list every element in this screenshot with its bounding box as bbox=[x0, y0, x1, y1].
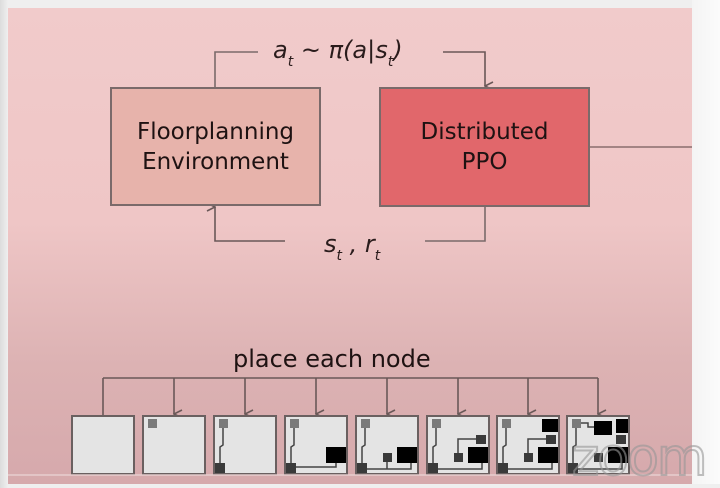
macro-block bbox=[454, 453, 463, 462]
macro-block bbox=[215, 463, 225, 473]
ppo-line2: PPO bbox=[461, 149, 508, 175]
net-wire bbox=[367, 463, 412, 470]
place-each-node-label: place each node bbox=[233, 345, 431, 373]
macro-block bbox=[524, 453, 533, 462]
floorplan-step-1 bbox=[71, 415, 135, 475]
macro-block bbox=[498, 463, 508, 473]
action-arrow-right bbox=[443, 51, 485, 86]
macro-block bbox=[290, 419, 299, 428]
macro-block bbox=[383, 453, 392, 462]
floorplan-step-5 bbox=[355, 415, 419, 475]
macro-block bbox=[594, 453, 603, 462]
macro-block bbox=[397, 447, 417, 463]
macro-block bbox=[542, 419, 558, 432]
floorplan-step-4 bbox=[284, 415, 348, 475]
slide-bottom-edge bbox=[8, 474, 692, 476]
macro-block bbox=[502, 419, 511, 428]
action-arrow-left bbox=[214, 51, 258, 87]
macro-block bbox=[616, 435, 626, 444]
right-margin bbox=[692, 0, 720, 484]
macro-block bbox=[286, 463, 296, 473]
net-wire bbox=[508, 463, 553, 470]
env-line1: Floorplanning bbox=[136, 118, 295, 145]
zoom-watermark: zoom bbox=[571, 427, 709, 488]
net-wire bbox=[290, 428, 295, 463]
macro-block bbox=[432, 419, 441, 428]
floorplan-step-6 bbox=[426, 415, 490, 475]
macro-block bbox=[428, 463, 438, 473]
macro-block bbox=[476, 435, 486, 444]
floorplan-step-2 bbox=[142, 415, 206, 475]
macro-block bbox=[608, 447, 628, 463]
net-wire bbox=[361, 428, 366, 463]
floorplan-step-8 bbox=[566, 415, 630, 475]
floorplan-step-3 bbox=[213, 415, 277, 475]
floorplan-step-7 bbox=[496, 415, 560, 475]
state-arrow-left bbox=[215, 207, 285, 242]
net-wire bbox=[457, 438, 476, 453]
ppo-line1: Distributed bbox=[420, 119, 549, 145]
macro-block bbox=[572, 419, 581, 428]
state-reward-label: st , rt bbox=[324, 230, 381, 264]
macro-block bbox=[361, 419, 370, 428]
macro-block bbox=[326, 447, 346, 463]
macro-block bbox=[357, 463, 367, 473]
net-wire bbox=[578, 463, 623, 470]
env-line2: Environment bbox=[142, 148, 289, 175]
state-arrow-right bbox=[425, 207, 486, 242]
net-wire bbox=[432, 428, 437, 463]
macro-block bbox=[468, 447, 488, 463]
net-wire bbox=[438, 463, 483, 470]
macro-block bbox=[568, 463, 578, 473]
net-wire bbox=[581, 422, 594, 428]
macro-block bbox=[546, 435, 556, 444]
net-wire bbox=[296, 463, 337, 468]
macro-block bbox=[538, 447, 558, 463]
macro-block bbox=[616, 419, 628, 433]
macro-block bbox=[148, 419, 157, 428]
net-wire bbox=[527, 438, 546, 453]
action-policy-label: at ~ π(a|st) bbox=[273, 36, 403, 70]
net-wire bbox=[219, 428, 224, 463]
net-wire bbox=[572, 428, 577, 463]
net-wire bbox=[502, 428, 507, 463]
macro-block bbox=[594, 421, 612, 435]
macro-block bbox=[219, 419, 228, 428]
